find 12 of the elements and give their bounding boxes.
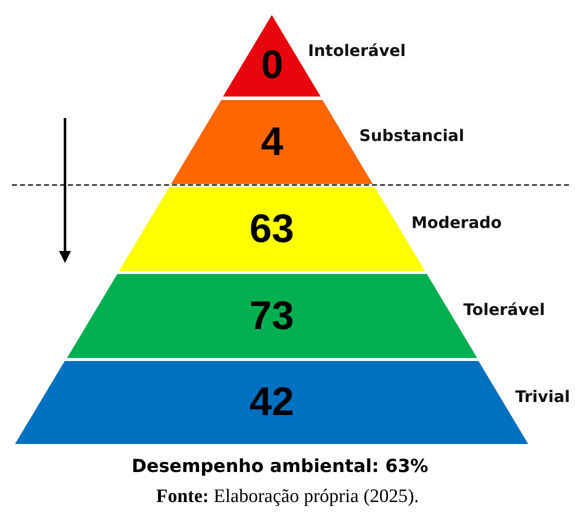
count-value: 4 (260, 122, 284, 162)
level-label: Tolerável (463, 301, 545, 320)
level-label: Substancial (359, 127, 464, 146)
level-label: Intolerável (308, 42, 406, 60)
count-value: 73 (249, 296, 294, 336)
count-value: 42 (249, 382, 294, 422)
source-caption: Fonte: Elaboração própria (2025). (156, 486, 419, 507)
level-label: Trivial (515, 388, 570, 406)
count-value: 63 (249, 208, 294, 248)
summary-text: Desempenho ambiental: 63% (132, 456, 428, 477)
count-value: 0 (260, 44, 284, 84)
level-label: Moderado (411, 214, 502, 232)
